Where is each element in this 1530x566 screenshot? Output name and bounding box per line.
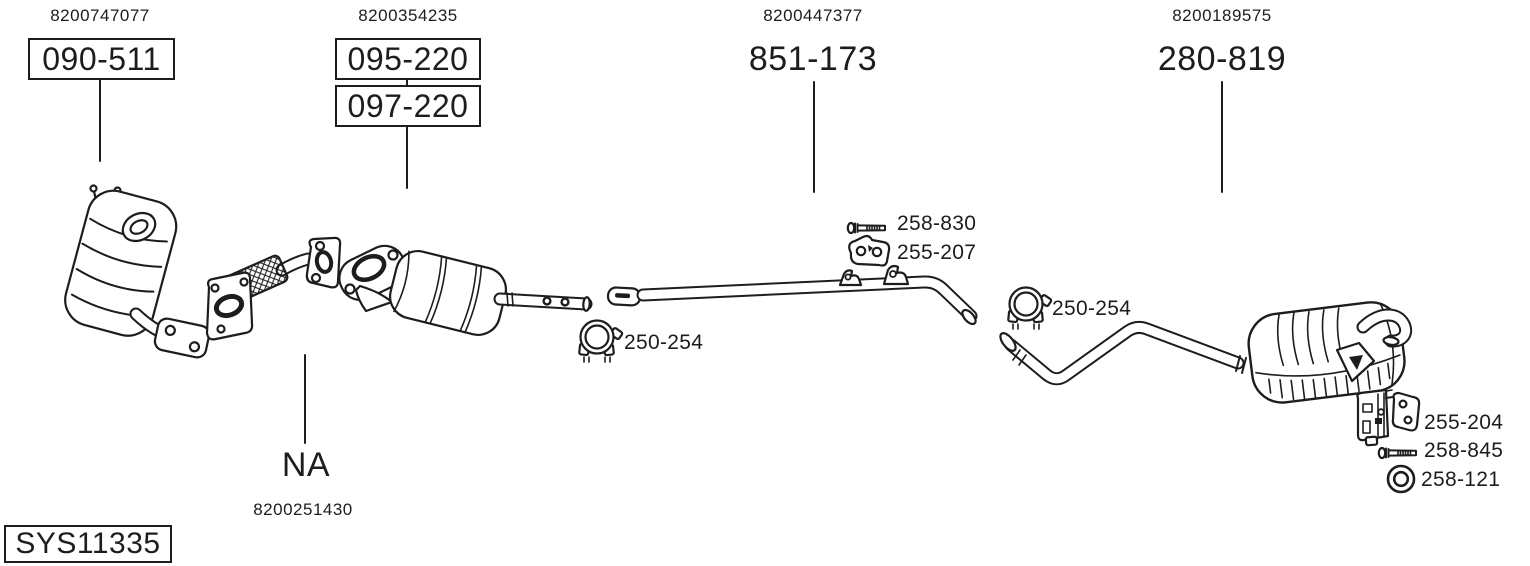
front-cat-part-box: 090-511	[28, 38, 175, 80]
rear-muffler-part-number: 280-819	[1157, 40, 1287, 78]
center-pipe-part-number: 851-173	[748, 40, 878, 78]
rubber-mount-label: 255-207	[897, 241, 977, 264]
mid-cat-oem-ref: 8200354235	[358, 6, 458, 25]
clamp-icon	[1007, 286, 1053, 331]
center-pipe-drawing	[606, 264, 978, 326]
bolt-icon	[846, 221, 887, 235]
leader-lines	[99, 77, 1223, 444]
clamp-mid-label: 250-254	[624, 331, 704, 354]
clamp-rear-label: 250-254	[1052, 297, 1132, 320]
rear-muffler-drawing	[999, 301, 1413, 404]
clamp-icon	[578, 319, 624, 364]
front-catalytic-converter-drawing	[64, 184, 211, 359]
mid-cat-part-box-top: 095-220	[335, 38, 481, 80]
center-pipe-oem-ref: 8200447377	[763, 6, 863, 25]
bolt-front-label: 258-830	[897, 212, 977, 235]
front-cat-oem-ref: 8200747077	[50, 6, 150, 25]
middle-catalytic-converter-drawing	[338, 244, 593, 336]
mid-cat-part-box-bottom: 097-220	[335, 85, 481, 127]
hanger-bracket-label: 255-204	[1424, 411, 1504, 434]
hanger-bracket-icon	[1356, 388, 1421, 447]
bolt-icon	[1377, 446, 1418, 460]
flex-pipe-drawing	[205, 236, 342, 341]
rear-muffler-oem-ref: 8200189575	[1172, 6, 1272, 25]
flex-pipe-availability: NA	[281, 446, 331, 484]
system-code-box: SYS11335	[4, 525, 172, 563]
flex-pipe-oem-ref: 8200251430	[253, 500, 353, 519]
bolt-rear-label: 258-845	[1424, 439, 1504, 462]
rubber-mount-icon	[848, 234, 891, 267]
gasket-ring-label: 258-121	[1421, 468, 1501, 491]
gasket-ring-icon	[1386, 464, 1416, 494]
